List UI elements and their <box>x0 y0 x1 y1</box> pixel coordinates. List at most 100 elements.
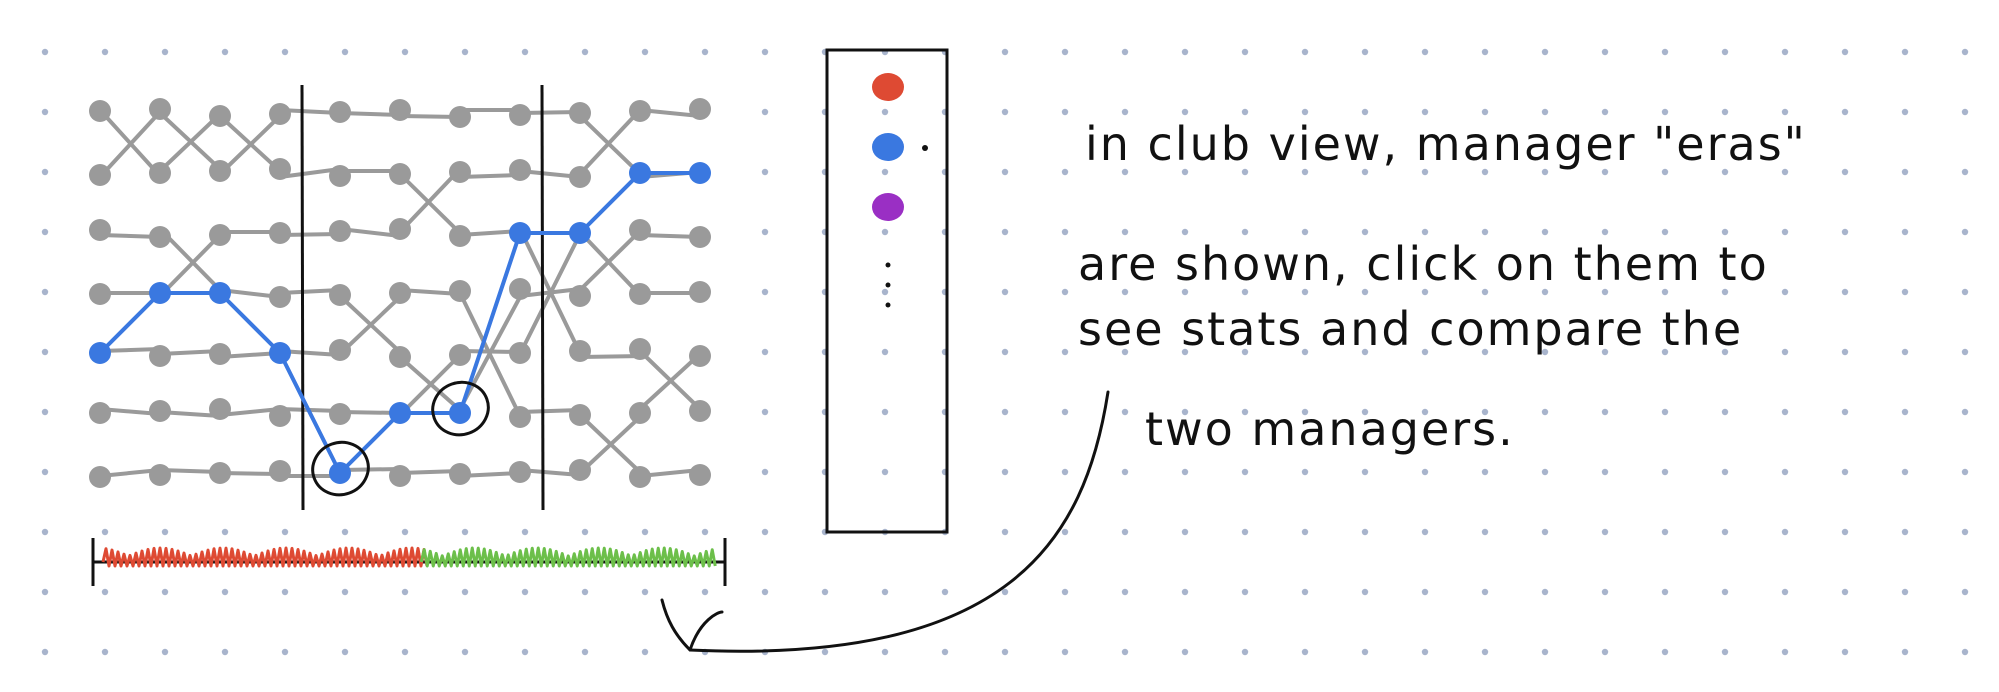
grid-dot <box>101 48 109 56</box>
grid-dot <box>1961 648 1969 656</box>
grid-dot <box>1961 168 1969 176</box>
rank-node <box>329 220 351 242</box>
rank-node <box>269 158 291 180</box>
grid-dot <box>1721 108 1729 116</box>
selected-points <box>311 380 490 497</box>
manager-era-timeline[interactable] <box>91 538 727 586</box>
grid-dot <box>1061 288 1069 296</box>
grid-dot <box>1181 288 1189 296</box>
rank-link <box>578 230 642 297</box>
grid-dot <box>1181 648 1189 656</box>
grid-dot <box>941 588 949 596</box>
grid-dot <box>1001 408 1009 416</box>
grid-dot <box>1241 468 1249 476</box>
rank-node <box>629 283 651 305</box>
grid-dot <box>1841 588 1849 596</box>
rank-node <box>209 462 231 484</box>
grid-dot <box>221 648 229 656</box>
grid-dot <box>1361 168 1369 176</box>
grid-dot <box>1361 648 1369 656</box>
grid-dot <box>101 528 109 536</box>
rank-node <box>89 466 111 488</box>
grid-dot <box>1541 288 1549 296</box>
grid-dot <box>521 528 529 536</box>
grid-dot <box>1781 168 1789 176</box>
grid-dot <box>1781 648 1789 656</box>
rank-node <box>389 346 411 368</box>
rank-node <box>689 98 711 120</box>
rank-link <box>278 167 342 179</box>
grid-dot <box>41 408 49 416</box>
grid-dot <box>1961 228 1969 236</box>
rank-node <box>569 404 591 426</box>
grid-dot <box>1481 228 1489 236</box>
grid-dot <box>1601 228 1609 236</box>
grid-dot <box>1361 288 1369 296</box>
grid-dot <box>1661 528 1669 536</box>
rank-nodes <box>89 98 711 488</box>
rank-node <box>149 98 171 120</box>
grid-dot <box>1061 588 1069 596</box>
grid-dot <box>1781 228 1789 236</box>
grid-dot <box>1001 348 1009 356</box>
highlight-node <box>329 462 351 484</box>
grid-dot <box>401 528 409 536</box>
grid-dot <box>1421 408 1429 416</box>
grid-dot <box>1541 588 1549 596</box>
grid-dot <box>1361 408 1369 416</box>
grid-dot <box>1781 108 1789 116</box>
grid-dot <box>1661 288 1669 296</box>
highlight-node <box>209 282 231 304</box>
grid-dot <box>1601 648 1609 656</box>
grid-dot <box>761 408 769 416</box>
rank-node <box>89 100 111 122</box>
rank-link <box>158 112 222 173</box>
grid-dot <box>1661 348 1669 356</box>
rank-link <box>398 172 462 235</box>
grid-dot <box>1901 168 1909 176</box>
grid-dot <box>1301 288 1309 296</box>
grid-dot <box>401 48 409 56</box>
grid-dot <box>1121 288 1129 296</box>
grid-dot <box>1121 348 1129 356</box>
grid-dot <box>1721 588 1729 596</box>
grid-dot <box>1481 288 1489 296</box>
grid-dot <box>1721 408 1729 416</box>
grid-dot <box>701 48 709 56</box>
grid-dot <box>1241 168 1249 176</box>
grid-dot <box>1481 168 1489 176</box>
rank-node <box>329 284 351 306</box>
grid-dot <box>1421 468 1429 476</box>
grid-dot <box>761 288 769 296</box>
grid-dot <box>1841 228 1849 236</box>
grid-dot <box>1421 528 1429 536</box>
rank-node <box>569 340 591 362</box>
grid-dot <box>1961 48 1969 56</box>
rank-link <box>518 408 582 414</box>
rank-node <box>269 103 291 125</box>
grid-dot <box>1961 288 1969 296</box>
rank-link <box>218 407 282 417</box>
grid-dot <box>1661 648 1669 656</box>
grid-dot <box>941 648 949 656</box>
grid-dot <box>1001 468 1009 476</box>
rank-node <box>449 106 471 128</box>
grid-dot <box>581 588 589 596</box>
rank-node <box>569 459 591 481</box>
grid-dot <box>521 588 529 596</box>
grid-dot <box>1001 168 1009 176</box>
bump-chart <box>89 84 711 511</box>
grid-dot <box>1721 528 1729 536</box>
grid-dot <box>1781 348 1789 356</box>
grid-dot <box>1961 528 1969 536</box>
grid-dot <box>41 228 49 236</box>
grid-dot <box>1301 348 1309 356</box>
grid-dot <box>881 228 889 236</box>
grid-dot <box>1361 348 1369 356</box>
grid-dot <box>761 168 769 176</box>
grid-dot <box>1361 108 1369 116</box>
grid-dot <box>1841 168 1849 176</box>
grid-dot <box>161 588 169 596</box>
highlight-node <box>269 342 291 364</box>
grid-dot <box>1901 408 1909 416</box>
